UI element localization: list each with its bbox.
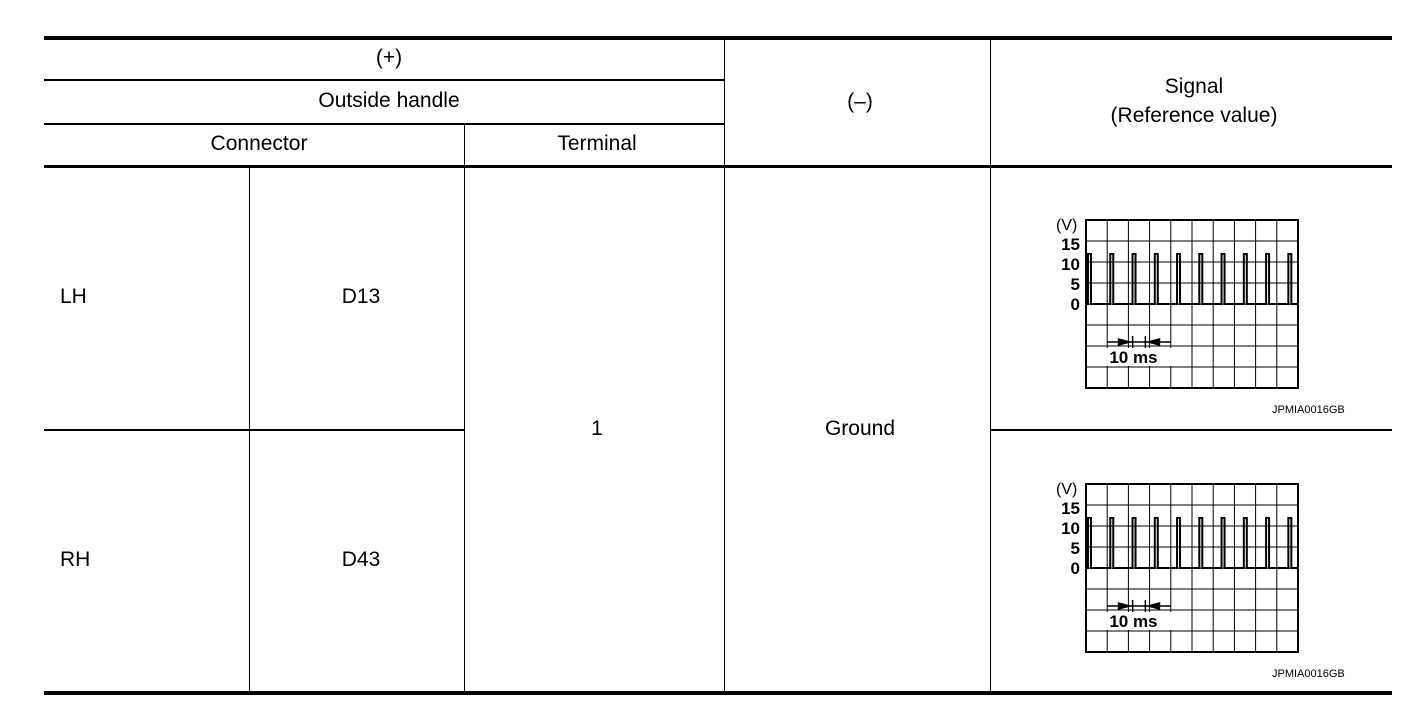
col-divider-ground [990, 38, 991, 692]
time-arrow-right [1117, 602, 1133, 610]
y-tick-label: 0 [1071, 559, 1080, 578]
header-bottom-rule [44, 165, 1392, 168]
y-tick-label: 15 [1061, 235, 1080, 254]
y-tick-label: 10 [1061, 519, 1080, 538]
y-tick-label: 0 [1071, 295, 1080, 314]
header-outside-handle: Outside handle [318, 89, 460, 112]
time-label-bg [1105, 348, 1176, 366]
header-plus: (+) [375, 46, 403, 69]
y-tick-label: 5 [1071, 539, 1080, 558]
table-top-rule [44, 36, 1392, 40]
header-signal: Signal (Reference value) [1111, 72, 1278, 130]
row-divider-right [990, 429, 1392, 431]
waveform-trace [1086, 253, 1298, 305]
ground-value: Ground [824, 417, 896, 440]
terminal-value: 1 [591, 417, 603, 440]
figure-code-rh: JPMIA0016GB [1272, 668, 1345, 680]
header-terminal: Terminal [557, 132, 637, 155]
signal-table: (+) Outside handle Connector Terminal (–… [44, 36, 1392, 696]
time-label: 10 ms [1109, 348, 1157, 367]
col-divider-side [249, 167, 250, 692]
y-tick-label: 15 [1061, 499, 1080, 518]
y-tick-label: 5 [1071, 275, 1080, 294]
row-lh-side: LH [60, 285, 87, 308]
header-minus: (–) [847, 90, 873, 113]
rule-below-outside-handle [44, 123, 724, 125]
col-divider-terminal [724, 38, 725, 692]
row-lh-connector: D13 [341, 285, 381, 308]
header-connector: Connector [210, 132, 308, 155]
time-arrow-left [1145, 602, 1161, 610]
time-arrow-right [1117, 338, 1133, 346]
row-divider-left [44, 429, 465, 431]
header-signal-line1: Signal [1164, 75, 1224, 98]
y-unit-label: (V) [1056, 217, 1077, 234]
row-rh-connector: D43 [341, 548, 381, 571]
rule-below-plus [44, 79, 724, 81]
table-bottom-rule [44, 691, 1392, 695]
time-arrow-left [1145, 338, 1161, 346]
time-label: 10 ms [1109, 612, 1157, 631]
row-rh-side: RH [60, 548, 91, 571]
y-tick-label: 10 [1061, 255, 1080, 274]
figure-code-lh: JPMIA0016GB [1272, 404, 1345, 416]
col-divider-connector [464, 124, 465, 692]
waveform-trace [1086, 517, 1298, 569]
time-label-bg [1105, 612, 1176, 630]
header-signal-line2: (Reference value) [1110, 104, 1278, 127]
y-unit-label: (V) [1056, 481, 1077, 498]
